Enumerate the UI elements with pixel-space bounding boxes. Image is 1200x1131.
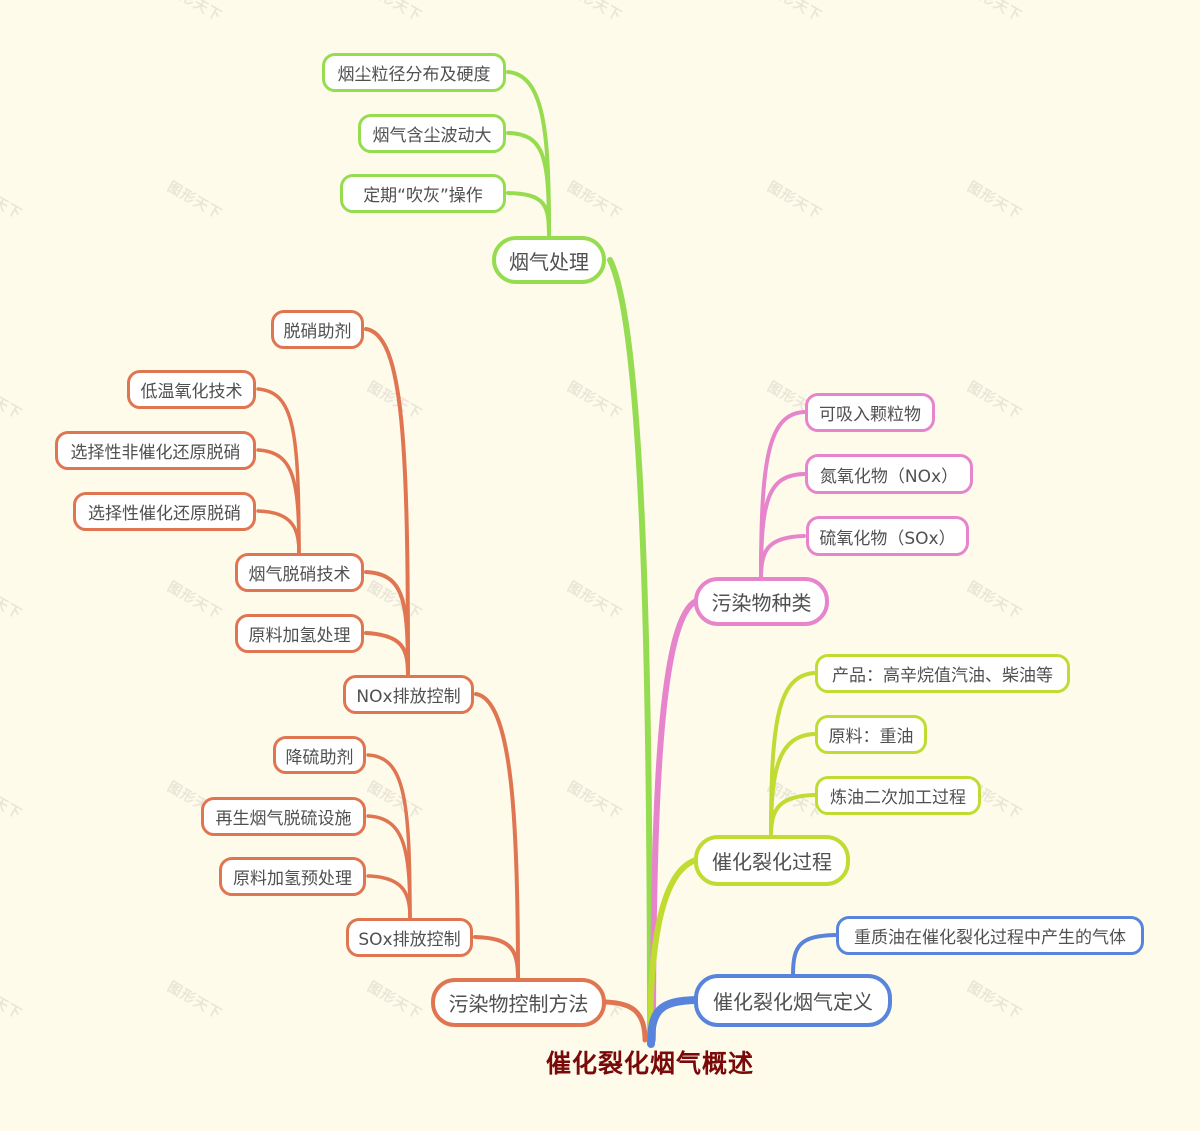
item-feed-hydro-pretreatment[interactable]: 原料加氢预处理 [219,857,366,896]
item-low-temp-oxidation[interactable]: 低温氧化技术 [127,370,256,409]
subtopic-dust-particle-size[interactable]: 烟尘粒径分布及硬度 [322,53,506,92]
item-denitration-additive[interactable]: 脱硝助剂 [271,310,364,349]
subtopic-nitrogen-oxides[interactable]: 氮氧化物（NOx） [805,454,973,494]
item-feed-hydrotreating[interactable]: 原料加氢处理 [235,614,364,653]
topic-flue-gas-treatment[interactable]: 烟气处理 [492,236,606,284]
subtopic-soot-blowing[interactable]: 定期“吹灰”操作 [340,174,506,213]
subtopic-inhalable-particles[interactable]: 可吸入颗粒物 [805,393,935,432]
subtopic-feedstock[interactable]: 原料：重油 [815,715,927,754]
subtopic-products[interactable]: 产品：高辛烷值汽油、柴油等 [815,654,1070,693]
topic-pollutant-types[interactable]: 污染物种类 [694,577,829,626]
subtopic-nox-control[interactable]: NOx排放控制 [343,675,474,714]
item-sncr[interactable]: 选择性非催化还原脱硝 [55,431,256,470]
subtopic-secondary-processing[interactable]: 炼油二次加工过程 [815,776,981,815]
topic-fcc-process[interactable]: 催化裂化过程 [694,835,850,886]
item-flue-gas-denitration[interactable]: 烟气脱硝技术 [235,553,364,592]
subtopic-sox-control[interactable]: SOx排放控制 [346,918,473,957]
item-scr[interactable]: 选择性催化还原脱硝 [73,492,256,531]
item-desulfurization-additive[interactable]: 降硫助剂 [273,736,366,774]
subtopic-definition-text[interactable]: 重质油在催化裂化过程中产生的气体 [836,916,1144,955]
subtopic-dust-fluctuation[interactable]: 烟气含尘波动大 [358,114,506,153]
topic-fcc-flue-gas-definition[interactable]: 催化裂化烟气定义 [694,974,892,1027]
root-topic[interactable]: 催化裂化烟气概述 [545,1049,754,1078]
item-regen-flue-gas-desulfurization[interactable]: 再生烟气脱硫设施 [201,797,366,836]
topic-pollutant-control[interactable]: 污染物控制方法 [431,978,606,1027]
subtopic-sulfur-oxides[interactable]: 硫氧化物（SOx） [806,516,969,556]
